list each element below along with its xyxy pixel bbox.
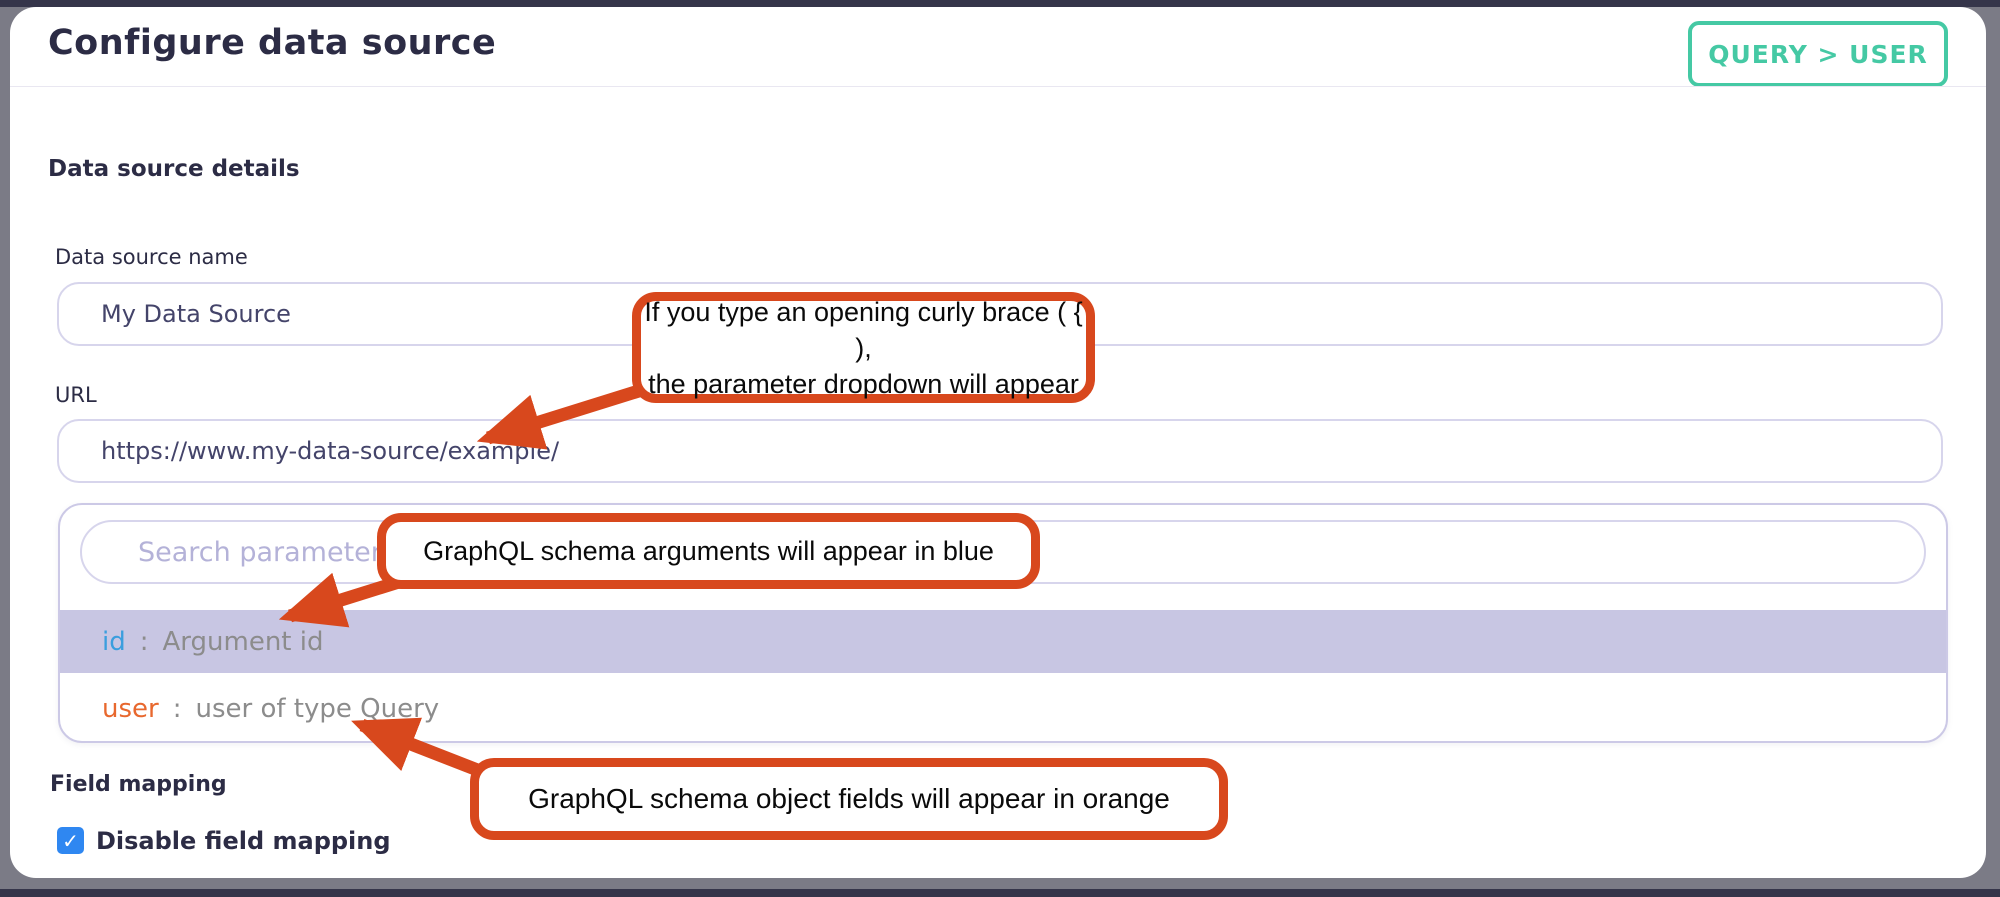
checkmark-icon: ✓	[62, 828, 79, 853]
argument-name: id	[102, 626, 126, 657]
callout-fields-orange: GraphQL schema object fields will appear…	[470, 758, 1228, 840]
configure-data-source-panel: Configure data source QUERY > USER Data …	[10, 7, 1986, 878]
dropdown-item-id[interactable]: id : Argument id	[60, 610, 1946, 673]
data-source-details-heading: Data source details	[48, 156, 300, 182]
query-user-type-badge[interactable]: QUERY > USER	[1688, 21, 1948, 87]
argument-description: Argument id	[162, 626, 324, 657]
dropdown-item-user[interactable]: user : user of type Query	[60, 673, 1946, 741]
window-top-edge	[0, 0, 2000, 7]
window-bottom-edge	[0, 889, 2000, 897]
url-label: URL	[55, 383, 97, 407]
url-input[interactable]	[57, 419, 1943, 483]
field-mapping-heading: Field mapping	[50, 772, 227, 797]
callout-curly-brace: If you type an opening curly brace ( { )…	[632, 292, 1095, 403]
callout-line: If you type an opening curly brace ( { )…	[644, 296, 1083, 363]
callout-line: the parameter dropdown will appear	[648, 368, 1079, 399]
disable-field-mapping-label: Disable field mapping	[96, 827, 391, 855]
separator: :	[172, 694, 182, 724]
disable-field-mapping-checkbox[interactable]: ✓	[57, 827, 84, 854]
data-source-name-label: Data source name	[55, 245, 248, 269]
header-divider	[10, 86, 1986, 87]
callout-line: GraphQL schema arguments will appear in …	[423, 536, 994, 566]
callout-line: GraphQL schema object fields will appear…	[528, 783, 1170, 814]
page-title: Configure data source	[48, 23, 497, 63]
callout-arguments-blue: GraphQL schema arguments will appear in …	[377, 513, 1040, 589]
separator: :	[139, 626, 149, 657]
field-name: user	[102, 694, 159, 724]
field-description: user of type Query	[195, 694, 440, 724]
